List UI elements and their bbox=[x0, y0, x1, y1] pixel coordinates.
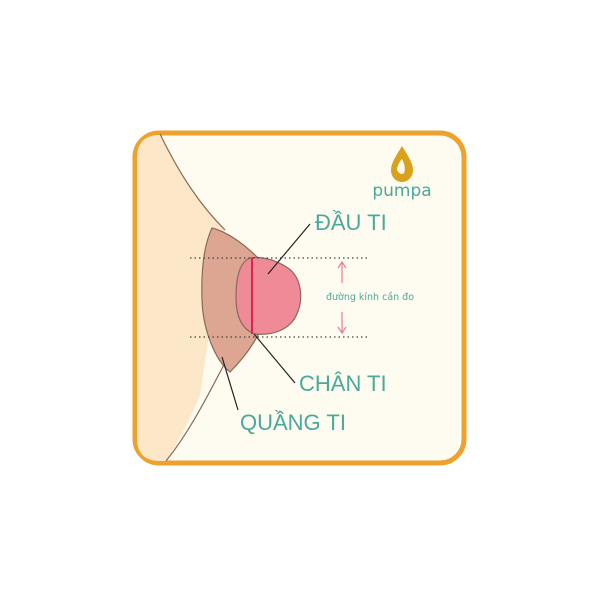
leader-areola bbox=[221, 356, 239, 411]
label-areola: QUẦNG TI bbox=[240, 410, 346, 435]
breast-shape bbox=[137, 134, 225, 461]
oil-drop-icon bbox=[391, 146, 413, 182]
label-nipple: ĐẦU TI bbox=[315, 210, 387, 235]
leader-nipple-base bbox=[253, 333, 296, 384]
label-nipple-base: CHÂN TI bbox=[299, 371, 387, 396]
brand-logo: pumpa bbox=[372, 146, 432, 201]
dimension-arrow bbox=[337, 260, 347, 335]
brand-name: pumpa bbox=[372, 181, 431, 201]
measure-label: đường kính cần đo bbox=[326, 292, 414, 303]
leader-nipple bbox=[267, 223, 311, 275]
